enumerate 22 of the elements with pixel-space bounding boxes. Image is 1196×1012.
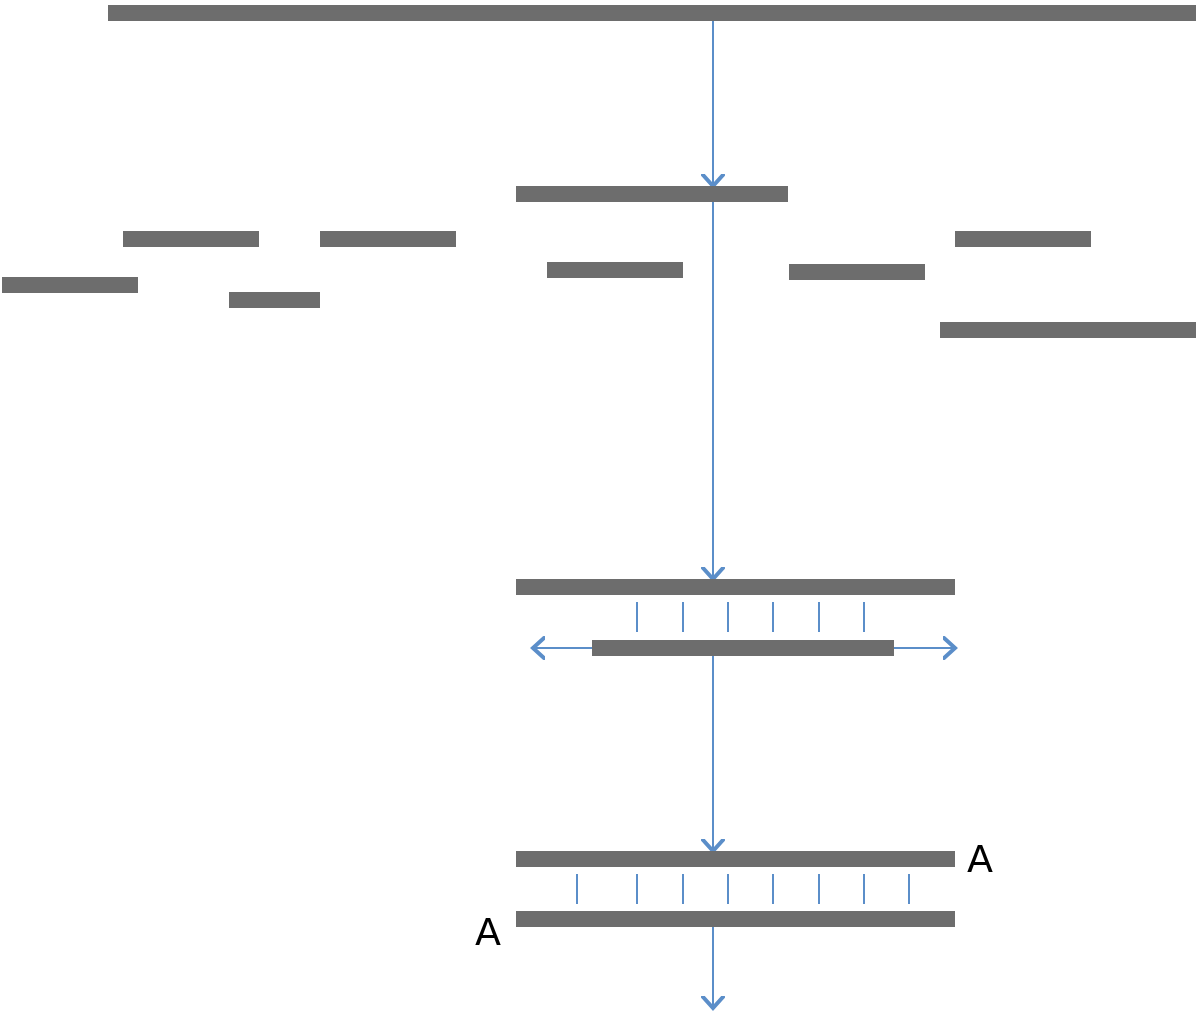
dna-strand [2, 277, 138, 293]
arrow [701, 655, 725, 853]
dna-strand [940, 322, 1196, 338]
dna-strand [229, 292, 320, 308]
base-letter: A [967, 840, 993, 878]
arrow [701, 201, 725, 581]
arrow [531, 636, 593, 660]
dna-strand [320, 231, 456, 247]
dna-strand [516, 579, 955, 595]
dna-strand [547, 262, 683, 278]
arrow [701, 20, 725, 188]
arrow [893, 636, 957, 660]
dna-strand [789, 264, 925, 280]
base-letter: A [475, 913, 501, 951]
dna-strand [123, 231, 259, 247]
arrow [701, 926, 725, 1010]
dna-strand [108, 5, 1196, 21]
dna-strand [516, 851, 955, 867]
dna-strand [516, 911, 955, 927]
dna-strand [592, 640, 894, 656]
dna-strand [955, 231, 1091, 247]
dna-strand [516, 186, 788, 202]
